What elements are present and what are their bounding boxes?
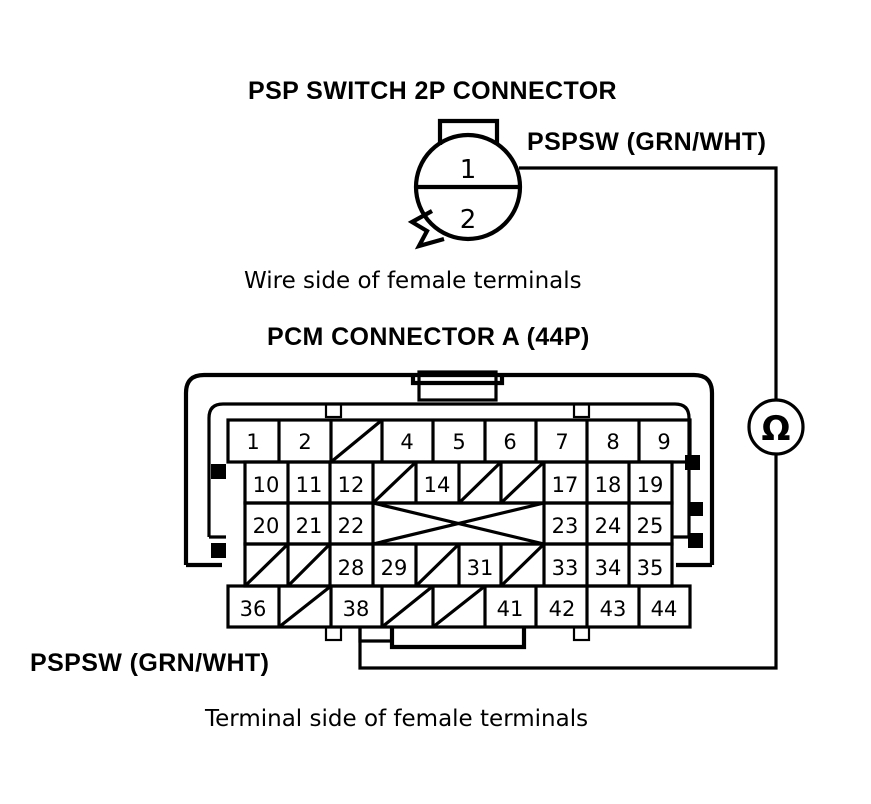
psp-switch-2p-connector: 1 2: [407, 118, 523, 250]
pcm-pin-cell: 25: [637, 514, 664, 538]
pcm-pin-cell: 7: [555, 430, 568, 454]
pcm-pin-cell: 6: [503, 430, 516, 454]
pcm-pin-cell: 43: [600, 597, 627, 621]
pcm-pin-cell: 5: [452, 430, 465, 454]
row-2-blank-slash-6: [457, 460, 503, 505]
pcm-pin-cell: 19: [637, 473, 664, 497]
pcm-latch-right-middle: [690, 502, 703, 516]
pcm-bottom-ledge-left: [358, 627, 392, 643]
pcm-pin-cell: 2: [298, 430, 311, 454]
row-4-blank-slash-5: [414, 542, 461, 588]
ohm-symbol-icon: Ω: [762, 409, 791, 449]
bottom-wire-label: PSPSW (GRN/WHT): [30, 649, 269, 677]
pcm-bottom-center-tab: [389, 627, 527, 650]
row-5-blank-slash-5: [432, 584, 486, 629]
pcm-pin-cell: 22: [338, 514, 365, 538]
pcm-pin-cell: 29: [381, 556, 408, 580]
row-5-blank-slash-4: [380, 584, 435, 629]
pcm-pin-cell: 20: [253, 514, 280, 538]
pcm-pin-cell: 1: [246, 430, 259, 454]
psp-pin-1-label: 1: [460, 155, 477, 185]
row-4-blank-slash-7: [499, 542, 546, 588]
row-4-blank-slash-2: [286, 542, 332, 588]
pcm-pin-cell: 12: [338, 473, 365, 497]
pcm-pin-cell: 24: [595, 514, 622, 538]
pcm-pin-cell: 35: [637, 556, 664, 580]
row-5-blank-slash-2: [278, 584, 332, 629]
pcm-inner-shell: [207, 402, 691, 537]
pcm-pin-cell: 17: [552, 473, 579, 497]
pcm-top-center-tab-box: [417, 370, 498, 402]
pcm-top-center-tab: [410, 375, 505, 386]
pcm-grid-row-4: 28 29 31 33 34 35: [243, 542, 674, 588]
pcm-pin-cell: 36: [240, 597, 267, 621]
pcm-pin-cell: 4: [400, 430, 413, 454]
pcm-grid-row-2: 10 11 12 14 17 18 19: [243, 460, 674, 505]
psp-connector-title: PSP SWITCH 2P CONNECTOR: [248, 77, 617, 105]
pcm-connector-title: PCM CONNECTOR A (44P): [267, 323, 590, 351]
caption-terminal-side: Terminal side of female terminals: [204, 706, 588, 732]
row-2-blank-slash-7: [499, 460, 546, 505]
wire-psp-to-ohmmeter: [519, 166, 778, 400]
row-5-frame: [226, 584, 692, 629]
pcm-pin-cell: 18: [595, 473, 622, 497]
pcm-grid-row-5: 36 38 41 42 43 44: [226, 584, 692, 629]
pcm-top-tab-left: [324, 402, 343, 419]
pcm-latch-left-lower: [211, 543, 226, 558]
row-1-blank-slash-3: [329, 418, 384, 464]
psp-connector-keyway-notch: [407, 209, 445, 250]
pcm-pin-cell: 38: [343, 597, 370, 621]
pcm-outer-shell: [183, 372, 715, 565]
top-wire-label: PSPSW (GRN/WHT): [527, 128, 766, 156]
row-3-merged-blank-x-b: [372, 501, 545, 546]
pcm-pin-cell: 42: [549, 597, 576, 621]
row-2-blank-slash-4: [371, 460, 418, 505]
psp-connector-top-tab: [437, 118, 500, 145]
pcm-top-tab-right: [572, 402, 591, 419]
pcm-pin-cell: 8: [606, 430, 619, 454]
pcm-pin-cell: 10: [253, 473, 280, 497]
pcm-pin-cell: 28: [338, 556, 365, 580]
row-4-blank-slash-1: [243, 542, 290, 588]
pcm-connector-housing: 1 2 4 5 6 7 8 9: [183, 370, 715, 650]
pcm-pin-cell: 23: [552, 514, 579, 538]
psp-pin-2-label: 2: [460, 205, 477, 235]
pcm-pin-cell: 9: [657, 430, 670, 454]
pcm-pin-cell: 11: [296, 473, 323, 497]
pcm-pin-cell: 44: [651, 597, 678, 621]
pcm-grid-row-3: 20 21 22 23 24 25: [243, 501, 674, 546]
pcm-pin-cell: 41: [497, 597, 524, 621]
pcm-latch-right-lower: [688, 533, 703, 548]
wire-ohmmeter-to-pcm-pin38: [358, 454, 778, 670]
pcm-pin-cell: 31: [467, 556, 494, 580]
pcm-pin-cell: 33: [552, 556, 579, 580]
pcm-latch-left-upper: [211, 464, 226, 479]
pcm-pin-cell: 14: [424, 473, 451, 497]
pcm-pin-cell: 34: [595, 556, 622, 580]
caption-wire-side: Wire side of female terminals: [244, 268, 582, 294]
pcm-pin-cell: 21: [296, 514, 323, 538]
